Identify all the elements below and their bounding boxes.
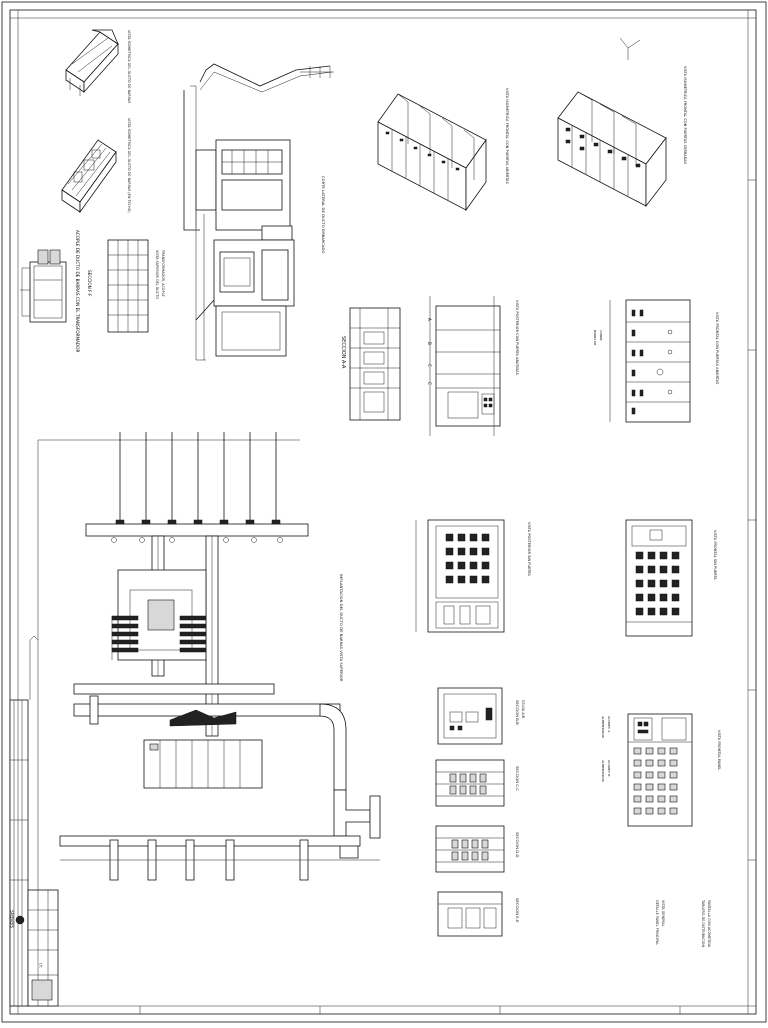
note-detail-2: VISTA GENERAL [661, 900, 665, 927]
label-section-aa: SECCION A-A [340, 336, 346, 369]
svg-text:ALIMENTADOR: ALIMENTADOR [601, 716, 605, 738]
rear-view-doors: A B C C VISTA POSTERIOR CON PUERTA ABATI… [427, 296, 519, 436]
label-section-bb: SECCION B-B [515, 700, 520, 725]
label-front-no-doors: VISTA FRONTAL SIN PUERTA [713, 530, 717, 580]
front-view-doors: BARRA DE COBRE VISTA FRONTAL CON PUERTAS… [593, 299, 719, 423]
side-view-duct: CORTE LATERAL DE DUCTO EMBARCADO [183, 63, 334, 361]
note-bottom-2: PANTALLA CON ACOMETIDA [707, 900, 711, 948]
svg-text:COBRE: COBRE [599, 330, 603, 341]
svg-text:TRANSFORMADOR, ACOPLE: TRANSFORMADOR, ACOPLE [161, 249, 165, 297]
note-detail-1: DETALLE PANEL PRINCIPAL [655, 900, 659, 945]
label-plan-view: IMPLANTACION DEL DUCTO DE BARRAS VISTA S… [339, 574, 344, 682]
company-name: SIEMENS [10, 910, 15, 928]
label-coupling: ACOPLE DE DUCTO DE BARRAS CON EL TRANSFO… [75, 230, 80, 352]
iso-switchgear-closed: VISTA ISOMETRICA FRONTAL CON PUERTAS ABI… [377, 88, 509, 212]
label-section-cc: SECCION C-C [515, 766, 520, 791]
section-dd: SECCION D-D [435, 825, 520, 873]
label-front-doors: VISTA FRONTAL CON PUERTAS ABIERTAS [715, 312, 719, 385]
axis-label-a: A [427, 318, 432, 321]
inner-border [9, 9, 757, 1015]
section-ff-view: VISTA SUPERIOR DEL DUCTO TRANSFORMADOR, … [107, 239, 165, 333]
label-side-view: CORTE LATERAL DE DUCTO EMBARCADO [321, 176, 326, 253]
note-bottom-1: TABLERO DE DISTRIBUCION [701, 899, 705, 947]
svg-text:BARRA DE: BARRA DE [593, 330, 597, 345]
iso-duct-mid: VISTA ISOMETRICA DEL DUCTO DE BARRAS (EN… [61, 118, 131, 214]
label-rear-no-doors: VISTA POSTERIOR SIN PUERTA [527, 522, 531, 576]
label-front-panel: VISTA FRONTAL PANEL [717, 730, 721, 770]
bottom-notes: DETALLE PANEL PRINCIPAL VISTA GENERAL TA… [655, 899, 711, 948]
rear-view-no-doors: VISTA POSTERIOR SIN PUERTA [415, 519, 531, 633]
label-section-ee: SECCION E-E [515, 898, 520, 923]
svg-text:ACOMET. A: ACOMET. A [607, 716, 611, 733]
iso-switchgear-open: VISTA ISOMETRICA FRONTAL CON PUERTAS CER… [557, 37, 687, 208]
label-rear-doors: VISTA POSTERIOR CON PUERTA ABATIDAS [515, 300, 519, 376]
label-iso-duct-top: VISTA ISOMETRICA DEL DUCTO DE BARRAS [127, 30, 131, 103]
company-logo-icon [15, 915, 25, 925]
label-cell-ab: CELDA A/B [521, 700, 525, 719]
label-iso-duct-ext: VISTA ISOMETRICA DEL DUCTO DE BARRAS (EN… [127, 118, 131, 213]
section-cc: SECCION C-C [435, 759, 520, 807]
coupling-detail: ACOPLE DE DUCTO DE BARRAS CON EL TRANSFO… [20, 230, 92, 352]
svg-text:B: B [427, 342, 432, 345]
plan-view: IMPLANTACION DEL DUCTO DE BARRAS VISTA S… [29, 432, 381, 980]
svg-text:C: C [427, 382, 432, 385]
svg-text:ACOMET. B: ACOMET. B [607, 760, 611, 776]
iso-duct-top: VISTA ISOMETRICA DEL DUCTO DE BARRAS [65, 29, 131, 103]
sheet-number: 1/1 [39, 963, 43, 968]
label-section-ff: SECCION F-F [87, 270, 92, 297]
border-ticks [139, 179, 756, 1014]
front-view-no-doors: VISTA FRONTAL SIN PUERTA [625, 519, 717, 637]
title-block: SIEMENS 1/1 [9, 699, 59, 1007]
svg-text:ALIMENTADOR: ALIMENTADOR [601, 760, 605, 782]
section-bb: SECCION B-B CELDA A/B [437, 687, 525, 745]
label-iso-closed: VISTA ISOMETRICA FRONTAL CON PUERTAS CER… [683, 66, 687, 165]
label-iso-open: VISTA ISOMETRICA FRONTAL CON PUERTAS ABI… [505, 88, 509, 184]
section-aa: SECCION A-A [340, 307, 401, 421]
svg-text:C: C [427, 364, 432, 367]
label-section-dd: SECCION D-D [515, 832, 520, 858]
front-view-panel: ALIMENTADOR ACOMET. A ALIMENTADOR ACOMET… [601, 713, 721, 827]
svg-text:VISTA SUPERIOR DEL DUCTO: VISTA SUPERIOR DEL DUCTO [155, 250, 159, 299]
section-ee: SECCION E-E [437, 891, 520, 937]
